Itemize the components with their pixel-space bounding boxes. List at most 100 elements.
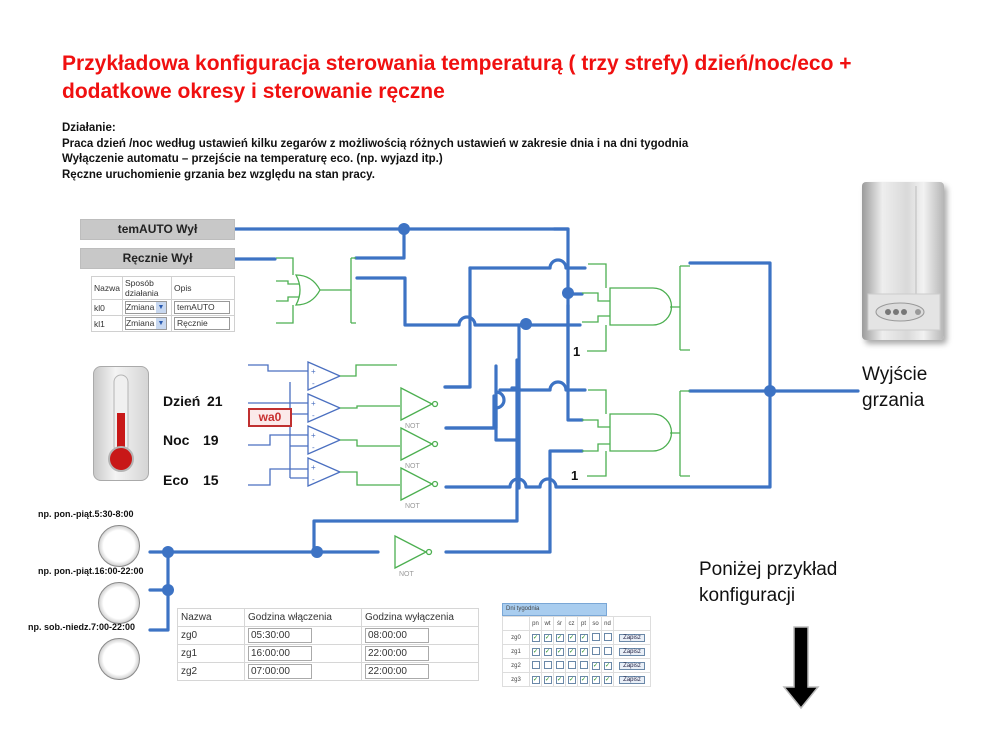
day-checkbox[interactable]: ✓: [555, 633, 564, 642]
key-config-table: Nazwa Sposób działania Opis kl0 Zmiana▼ …: [91, 276, 235, 332]
day-checkbox[interactable]: [603, 632, 612, 641]
day-checkbox[interactable]: ✓: [579, 633, 588, 642]
spacer-cell: [613, 616, 651, 631]
day-checkbox[interactable]: ✓: [567, 633, 576, 642]
day-checkbox[interactable]: ✓: [555, 647, 564, 656]
day-checkbox[interactable]: ✓: [567, 647, 576, 656]
and1-constant-label: 1: [573, 344, 580, 359]
wire-eco: [444, 261, 772, 489]
thermometer-icon: [93, 366, 149, 481]
day-checkbox[interactable]: ✓: [531, 675, 540, 684]
description-line: Wyłączenie automatu – przejście na tempe…: [62, 153, 443, 165]
day-checkbox[interactable]: [591, 646, 600, 655]
svg-text:-: -: [312, 379, 315, 388]
wires: [148, 227, 860, 632]
day-checkbox[interactable]: ✓: [591, 675, 600, 684]
svg-text:+: +: [311, 463, 316, 472]
description-line: Praca dzień /noc według ustawień kilku z…: [62, 137, 689, 150]
schedule-name: zg0: [502, 630, 530, 645]
svg-text:+: +: [311, 399, 316, 408]
and-gate-2: [582, 389, 690, 477]
table-row: zg0✓✓✓✓✓Zapisz: [502, 630, 651, 645]
day-checkbox[interactable]: ✓: [603, 661, 612, 670]
not-gates: [394, 386, 439, 570]
mode-select[interactable]: Zmiana▼: [124, 301, 167, 314]
description-input[interactable]: Ręcznie: [173, 317, 230, 330]
comparators: [248, 361, 342, 487]
save-button[interactable]: Zapisz: [619, 661, 645, 670]
schedule-name: zg0: [177, 626, 245, 645]
clock-label: np. sob.-niedz.7:00-22:00: [28, 622, 136, 632]
manual-off-button[interactable]: Ręcznie Wył: [80, 248, 235, 269]
schedule-name: zg1: [502, 644, 530, 659]
clock-icon: [98, 582, 140, 624]
day-checkbox[interactable]: ✓: [555, 675, 564, 684]
day-checkbox[interactable]: ✓: [579, 647, 588, 656]
note-line: konfiguracji: [699, 585, 796, 606]
day-checkbox[interactable]: [531, 660, 540, 669]
description-line: Ręczne uruchomienie grzania bez względu …: [62, 168, 375, 181]
day-checkbox[interactable]: ✓: [543, 647, 552, 656]
off-time-input[interactable]: 08:00:00: [365, 628, 429, 643]
temauto-off-button[interactable]: temAUTO Wył: [80, 219, 235, 240]
day-header: wt: [541, 616, 554, 631]
save-button[interactable]: Zapisz: [619, 633, 645, 642]
table-row: kl1 Zmiana▼ Ręcznie: [91, 315, 235, 332]
day-checkbox[interactable]: ✓: [591, 661, 600, 670]
svg-text:+: +: [311, 367, 316, 376]
day-header: pt: [577, 616, 590, 631]
day-header: śr: [553, 616, 566, 631]
table-row: kl0 Zmiana▼ temAUTO: [91, 299, 235, 316]
description-input[interactable]: temAUTO: [173, 301, 230, 314]
title-line-2: dodatkowe okresy i sterowanie ręczne: [62, 80, 445, 103]
day-checkbox[interactable]: [579, 660, 588, 669]
save-button[interactable]: Zapisz: [619, 675, 645, 684]
wire-auto-to-or: [354, 227, 406, 260]
not-label: NOT: [405, 503, 421, 510]
day-checkbox[interactable]: ✓: [543, 633, 552, 642]
junctions: [162, 223, 776, 596]
day-header: cz: [565, 616, 578, 631]
on-time-input[interactable]: 16:00:00: [248, 646, 312, 661]
svg-text:+: +: [311, 431, 316, 440]
save-button[interactable]: Zapisz: [619, 647, 645, 656]
table-row: zg2✓✓Zapisz: [502, 658, 651, 673]
output-label-line: grzania: [862, 390, 925, 411]
off-time-input[interactable]: 22:00:00: [365, 646, 429, 661]
and-gate-1: [582, 263, 690, 352]
day-checkbox[interactable]: ✓: [531, 633, 540, 642]
day-checkbox[interactable]: [555, 660, 564, 669]
mode-select[interactable]: Zmiana▼: [124, 317, 167, 330]
on-time-input[interactable]: 07:00:00: [248, 664, 312, 679]
comparator-outputs: [340, 364, 400, 486]
column-header: Godzina wyłączenia: [361, 608, 479, 627]
day-checkbox[interactable]: [603, 646, 612, 655]
svg-text:-: -: [312, 411, 315, 420]
day-checkbox[interactable]: ✓: [567, 675, 576, 684]
day-checkbox[interactable]: [543, 660, 552, 669]
table-row: zg3✓✓✓✓✓✓✓Zapisz: [502, 672, 651, 687]
day-checkbox[interactable]: ✓: [531, 647, 540, 656]
day-checkbox[interactable]: [591, 632, 600, 641]
column-header: Nazwa: [177, 608, 245, 627]
table-row: zg0 05:30:00 08:00:00: [177, 626, 479, 645]
schedule-name: zg2: [177, 662, 245, 681]
or-gate: [276, 257, 356, 324]
note-line: Poniżej przykład: [699, 559, 838, 580]
not-label: NOT: [399, 571, 415, 578]
day-checkbox[interactable]: ✓: [543, 675, 552, 684]
boiler-icon: [862, 182, 944, 340]
on-time-input[interactable]: 05:30:00: [248, 628, 312, 643]
comparator-signs: +- +- +- +-: [311, 367, 316, 484]
schedule-name: zg3: [502, 672, 530, 687]
and2-constant-label: 1: [571, 468, 578, 483]
day-checkbox[interactable]: [567, 660, 576, 669]
off-time-input[interactable]: 22:00:00: [365, 664, 429, 679]
table-row: zg2 07:00:00 22:00:00: [177, 662, 479, 681]
day-checkbox[interactable]: ✓: [603, 675, 612, 684]
corner-cell: [502, 616, 530, 631]
day-checkbox[interactable]: ✓: [579, 675, 588, 684]
